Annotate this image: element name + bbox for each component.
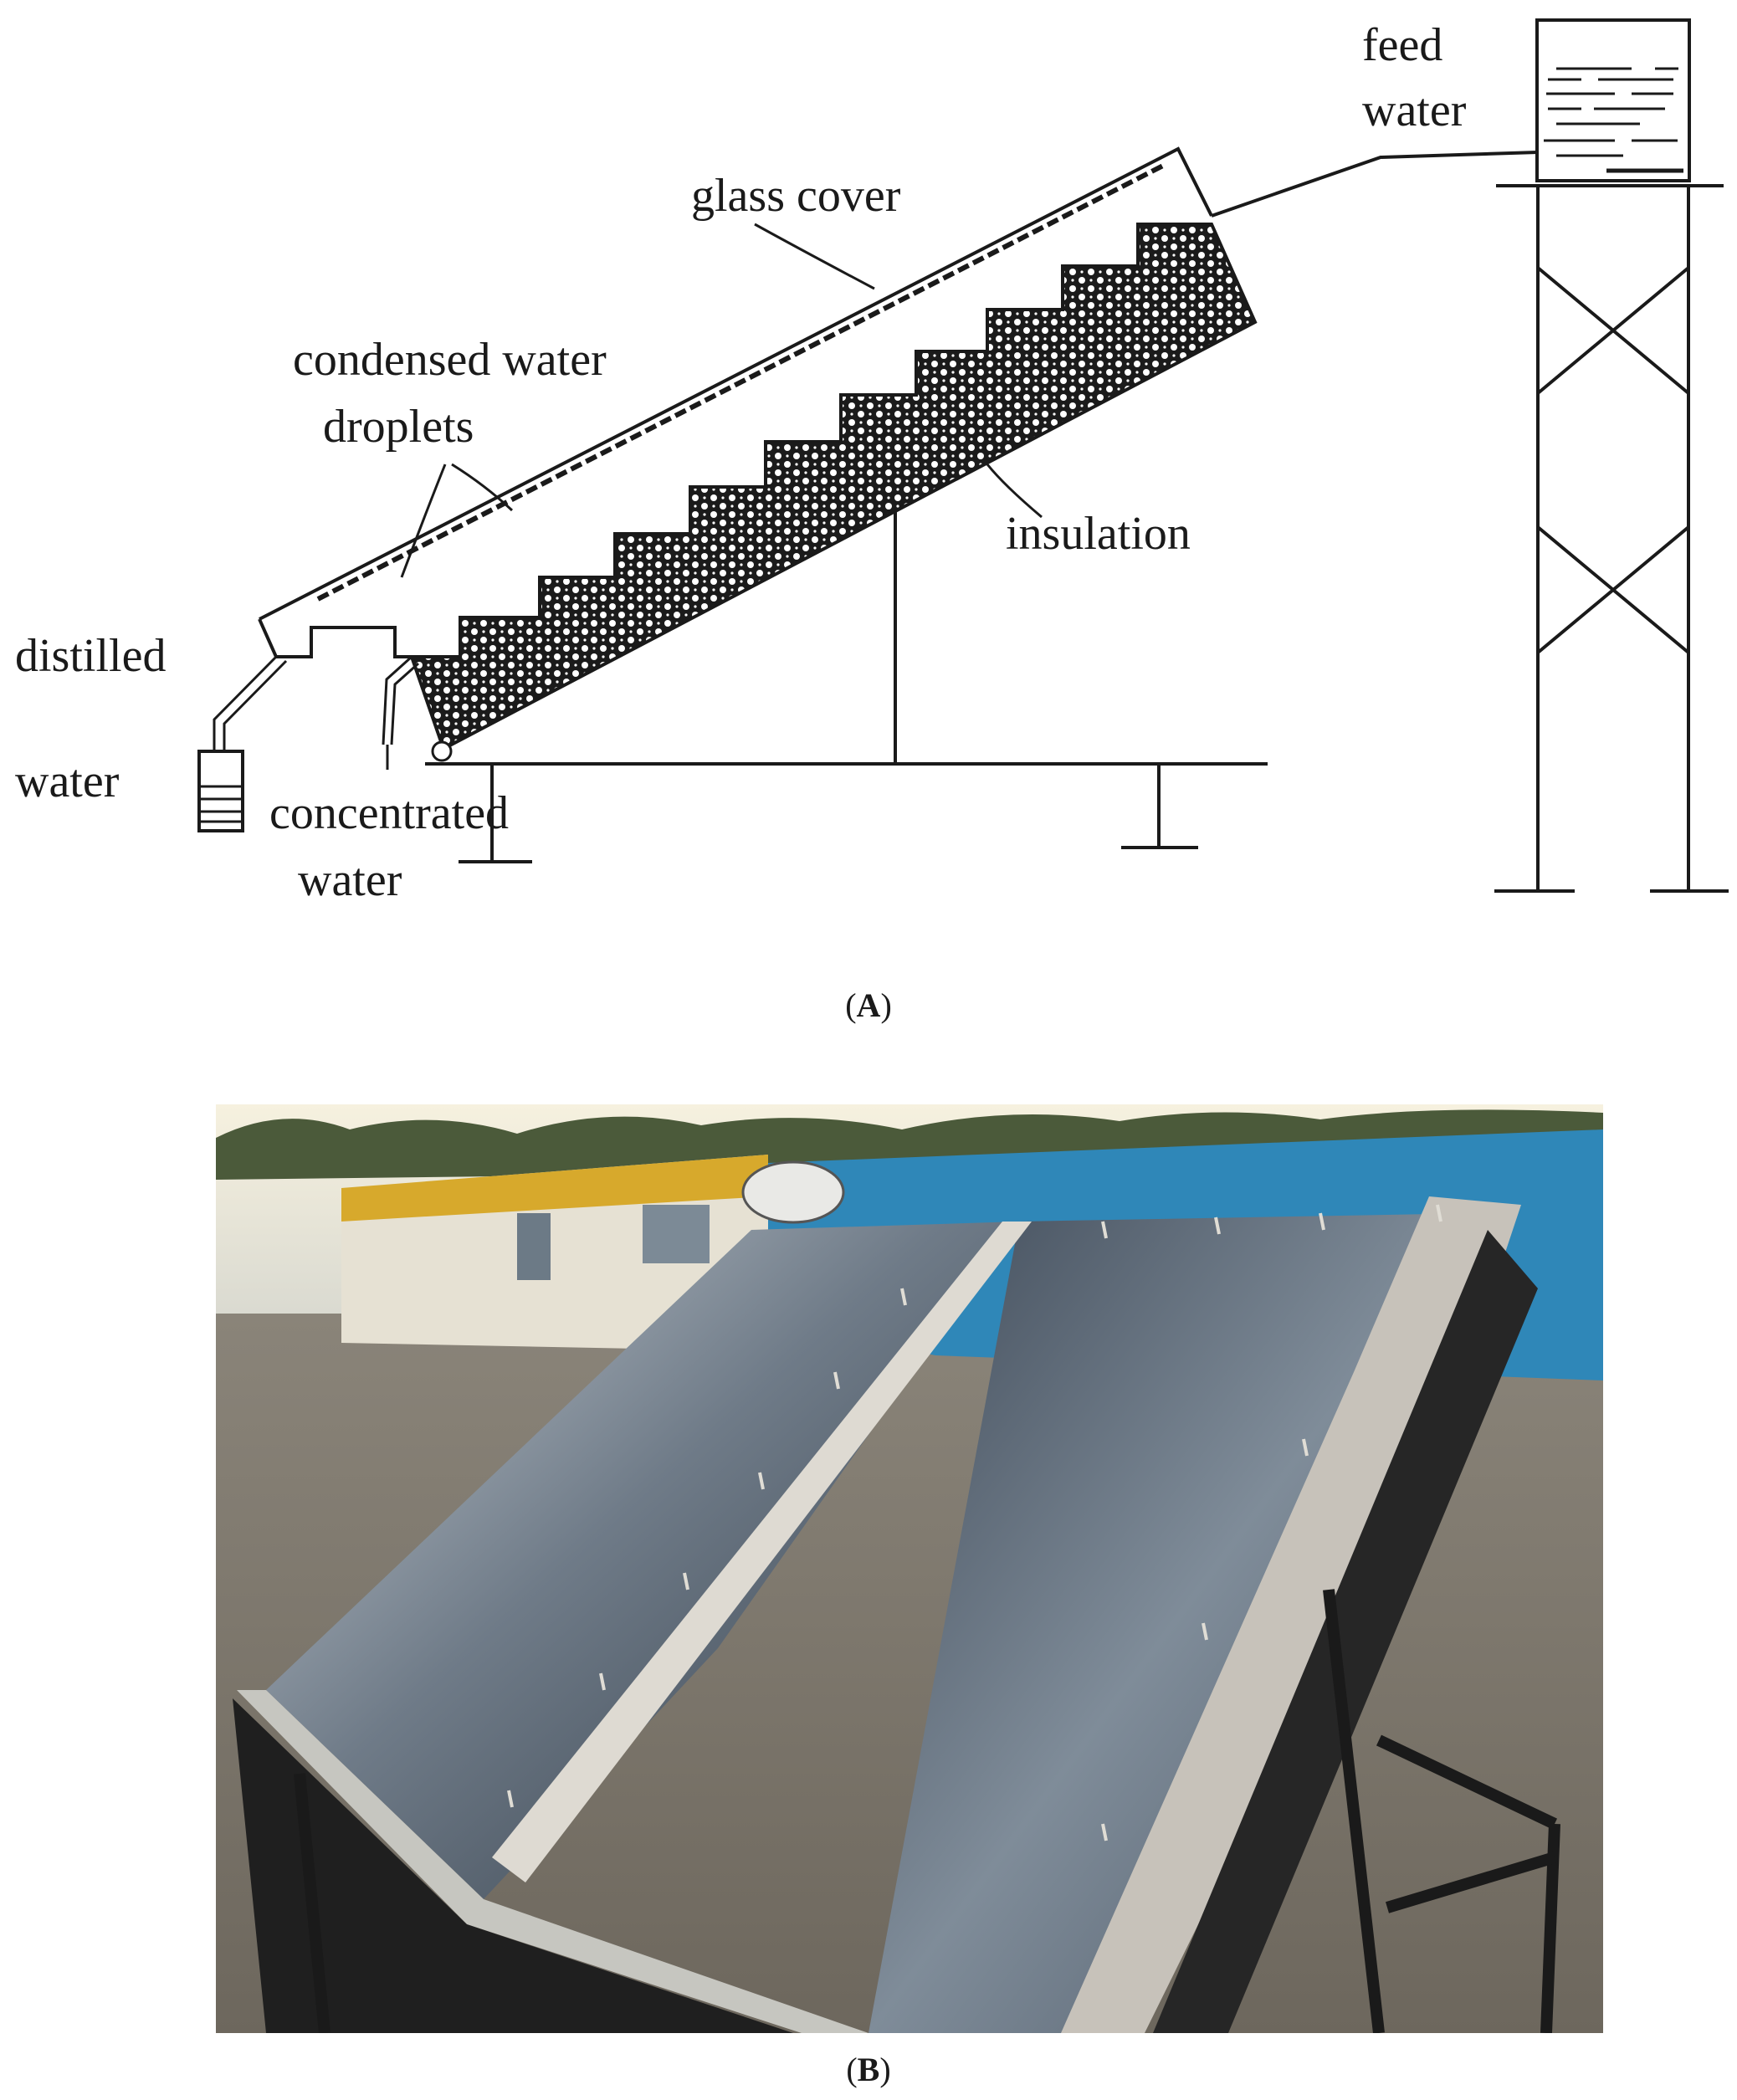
photo-left-frame [237,1690,868,2033]
label-feed-water: water [1362,85,1467,136]
label-concentrated-water: water [298,854,402,906]
photo-water-tank [741,1160,845,1224]
photo-clips [507,1204,1442,1841]
photo-center-divider [492,1222,1032,1882]
distilled-water-outlet [197,655,288,832]
support-frame [425,510,1268,863]
solar-still-photograph [216,1104,1603,2033]
label-concentrated: concentrated [269,787,509,839]
leader-lines [400,223,1043,578]
photo-left-glass [266,1222,1019,1899]
photo-stand [294,1589,1560,2033]
concentrated-water-outlet [382,655,419,770]
caption-b-letter: B [857,2051,880,2088]
condensate-droplets-line [316,163,1165,602]
label-insulation: insulation [1006,508,1191,560]
feed-water-pipe [1211,151,1539,218]
label-distilled-water: water [15,755,120,807]
photo-cabin [341,1155,768,1351]
caption-b: (B) [846,2051,891,2088]
stepped-basin-insulation [409,223,1258,751]
label-droplets: droplets [323,401,474,453]
label-glass-cover: glass cover [691,170,901,222]
photo-right-frame [1061,1196,1521,2033]
feed-water-tower [1494,18,1729,893]
label-distilled: distilled [15,630,166,682]
caption-a: (A) [845,986,892,1024]
photo-right-side [1153,1230,1538,2033]
photo-left-side [233,1698,793,2033]
pivot-joint [431,740,453,762]
solar-still-schematic: feed water glass cover condensed water d… [15,18,1729,906]
feed-tank-water-lines [1544,67,1683,173]
label-condensed-water: condensed water [293,334,607,386]
caption-a-letter: A [856,986,881,1024]
photo-right-glass [868,1213,1479,2033]
label-feed: feed [1362,19,1442,71]
